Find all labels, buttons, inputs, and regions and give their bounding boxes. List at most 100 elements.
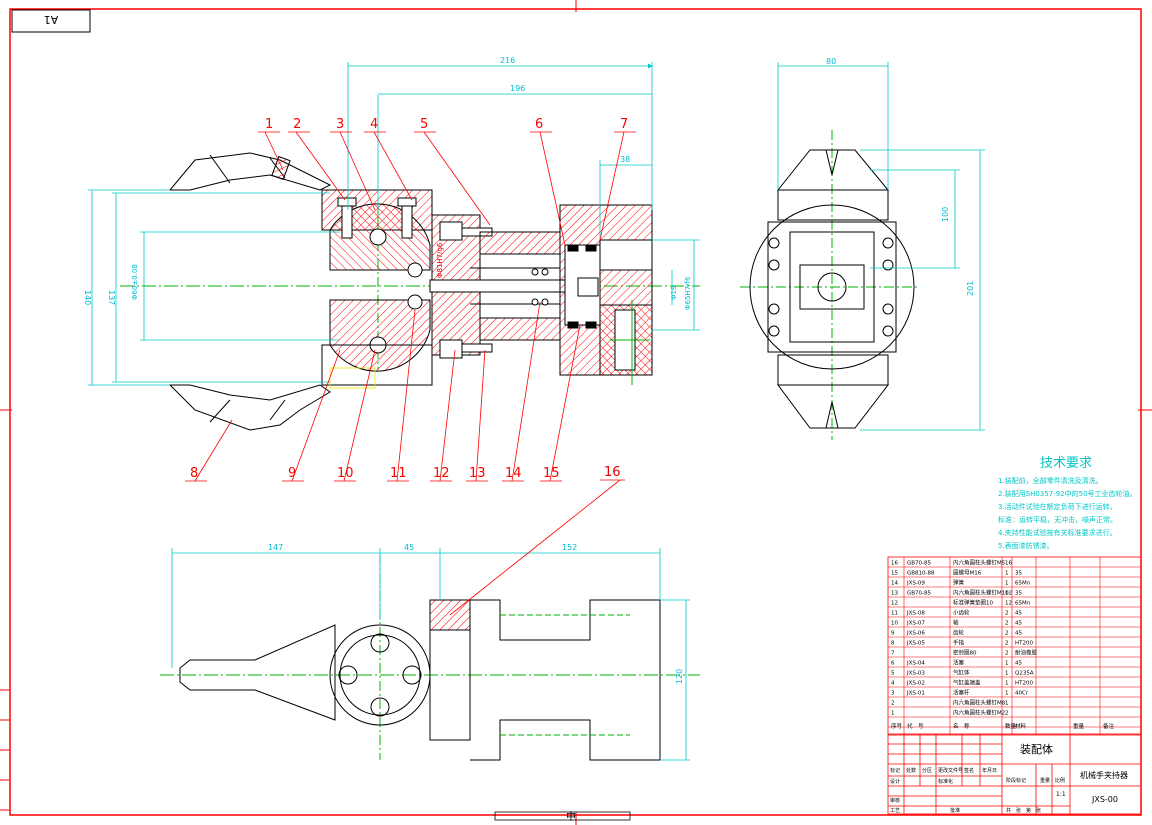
parts-cell-material: 65Mn	[1015, 601, 1031, 607]
parts-cell-qty: 1	[1005, 671, 1009, 677]
dim-top-mid: 45	[404, 543, 414, 552]
drawing-no: JXS-00	[1091, 795, 1118, 804]
main-view-balloon-labels: 1 2 3 4 5 6 7 8 9 10 11 12 13 14 15	[190, 117, 628, 481]
parts-cell-qty: 2	[1005, 641, 1009, 647]
parts-cell-material: 45	[1015, 621, 1022, 627]
parts-cell-no: 7	[891, 651, 895, 657]
parts-cell-qty: 12	[1005, 601, 1012, 607]
balloon-15: 15	[543, 466, 560, 481]
parts-cell-name: 活塞	[953, 659, 965, 667]
parts-cell-no: 2	[891, 701, 895, 707]
tech-req-line-1: 1.装配前，全部零件清洗及清洗。	[998, 476, 1103, 485]
parts-cell-code: GB810-88	[907, 571, 935, 577]
balloon-2: 2	[293, 117, 301, 132]
parts-cell-no: 6	[891, 661, 895, 667]
parts-cell-qty: 12	[1005, 591, 1012, 597]
dim-cylinder-length: 196	[510, 84, 525, 93]
tb-label-review: 审核	[890, 797, 900, 804]
parts-header-code: 代 号	[907, 722, 924, 730]
parts-cell-code: JXS-07	[906, 621, 925, 627]
parts-cell-code: GB70-85	[907, 591, 932, 597]
title-block	[887, 733, 1142, 815]
parts-header-note: 备注	[1103, 722, 1115, 730]
balloon-6: 6	[535, 117, 543, 132]
balloon-7: 7	[620, 117, 628, 132]
parts-cell-material: HT200	[1015, 641, 1033, 647]
parts-cell-qty: 1	[1005, 691, 1009, 697]
tb-label-mark: 标记	[890, 767, 900, 774]
tb-label-date: 年月日	[982, 767, 997, 774]
balloon-13: 13	[469, 466, 486, 481]
parts-cell-name: 轴	[953, 619, 959, 627]
parts-cell-code: GB70-85	[907, 561, 932, 567]
parts-cell-qty: 2	[1005, 621, 1009, 627]
part-name: 机械手夹持器	[1080, 770, 1128, 780]
parts-cell-material: 45	[1015, 631, 1022, 637]
balloon-11: 11	[390, 466, 407, 481]
dim-overall-length: 216	[500, 56, 515, 65]
parts-cell-no: 10	[891, 621, 898, 627]
parts-cell-name: 内六角圆柱头螺钉M10	[953, 589, 1009, 597]
parts-cell-name: 小齿轮	[953, 609, 970, 617]
tb-label-sheets: 共 张 第 张	[1006, 807, 1041, 814]
dim-bore-fit: Φ81H7/g6	[436, 242, 444, 278]
parts-cell-name: 内六角圆柱头螺钉M2	[953, 709, 1005, 717]
parts-cell-name: 手指	[953, 639, 965, 647]
parts-cell-qty: 16	[1005, 561, 1012, 567]
parts-cell-code: JXS-05	[906, 641, 925, 647]
parts-cell-no: 12	[891, 601, 898, 607]
parts-header-weight: 重量	[1073, 722, 1085, 730]
top-view: 147 45 152 120 16	[160, 465, 700, 761]
title-block-text: 装配体 机械手夹持器 JXS-00 1:1 标记 处数 分区 更改文件号 签名 …	[890, 742, 1128, 814]
parts-cell-no: 15	[891, 571, 898, 577]
tb-label-designer: 设计	[890, 778, 900, 785]
balloon-5: 5	[420, 117, 428, 132]
parts-cell-qty: 2	[1005, 651, 1009, 657]
main-view: 216 196 38 140 137 Φ60±0.08 Φ81H7/g6 Φ19…	[83, 56, 700, 431]
parts-cell-material: Q235A	[1015, 671, 1034, 677]
parts-cell-no: 1	[891, 711, 895, 717]
parts-cell-name: 气缸体	[953, 669, 970, 677]
parts-cell-name: 密封圈80	[953, 649, 977, 657]
parts-cell-qty: 2	[1005, 711, 1009, 717]
dim-side-overall-height: 201	[966, 281, 975, 296]
sheet-size-label: A1	[44, 13, 59, 26]
parts-cell-code: JXS-01	[906, 691, 925, 697]
parts-cell-material: 65Mn	[1015, 581, 1031, 587]
parts-cell-qty: 1	[1005, 701, 1009, 707]
parts-cell-material: 35	[1015, 591, 1022, 597]
tb-label-weight: 重量	[1040, 777, 1050, 784]
center-mark: 中	[566, 810, 576, 823]
tech-req-title: 技术要求	[1040, 456, 1092, 471]
parts-cell-no: 5	[891, 671, 895, 677]
parts-cell-no: 16	[891, 561, 898, 567]
tb-label-craft: 工艺	[890, 808, 900, 814]
tb-label-change-doc: 更改文件号	[938, 767, 963, 774]
parts-cell-name: 气缸盖端盖	[953, 679, 981, 687]
dim-height-jaw: 137	[107, 290, 116, 305]
parts-cell-no: 9	[891, 631, 895, 637]
dim-piston-fit: Φ65H7/f6	[684, 276, 692, 310]
dim-top-right: 152	[562, 543, 577, 552]
parts-cell-code: JXS-08	[906, 611, 925, 617]
parts-cell-code: JXS-04	[906, 661, 925, 667]
parts-cell-qty: 1	[1005, 681, 1009, 687]
parts-cell-material: HT200	[1015, 681, 1033, 687]
parts-cell-code: JXS-06	[906, 631, 925, 637]
tech-req-line-5: 4.夹持性能试验按有关标准要求进行。	[998, 528, 1117, 537]
dim-jaw-dia: Φ60±0.08	[131, 264, 139, 300]
parts-cell-qty: 2	[1005, 611, 1009, 617]
tb-label-count: 处数	[906, 767, 916, 774]
parts-cell-material: 45	[1015, 661, 1022, 667]
tech-req-line-4: 标准：运转平稳，无冲击，噪声正常。	[998, 515, 1117, 524]
parts-header-qty: 数量	[1005, 722, 1017, 730]
balloon-3: 3	[336, 117, 344, 132]
parts-cell-name: 标准弹簧垫圈10	[953, 599, 993, 607]
parts-cell-material: 35	[1015, 571, 1022, 577]
dim-flange-width: 38	[620, 155, 630, 164]
sheet-size-box: A1	[11, 9, 91, 33]
parts-cell-name: 内六角圆柱头螺钉M8	[953, 699, 1006, 707]
dim-side-width: 80	[826, 57, 836, 66]
